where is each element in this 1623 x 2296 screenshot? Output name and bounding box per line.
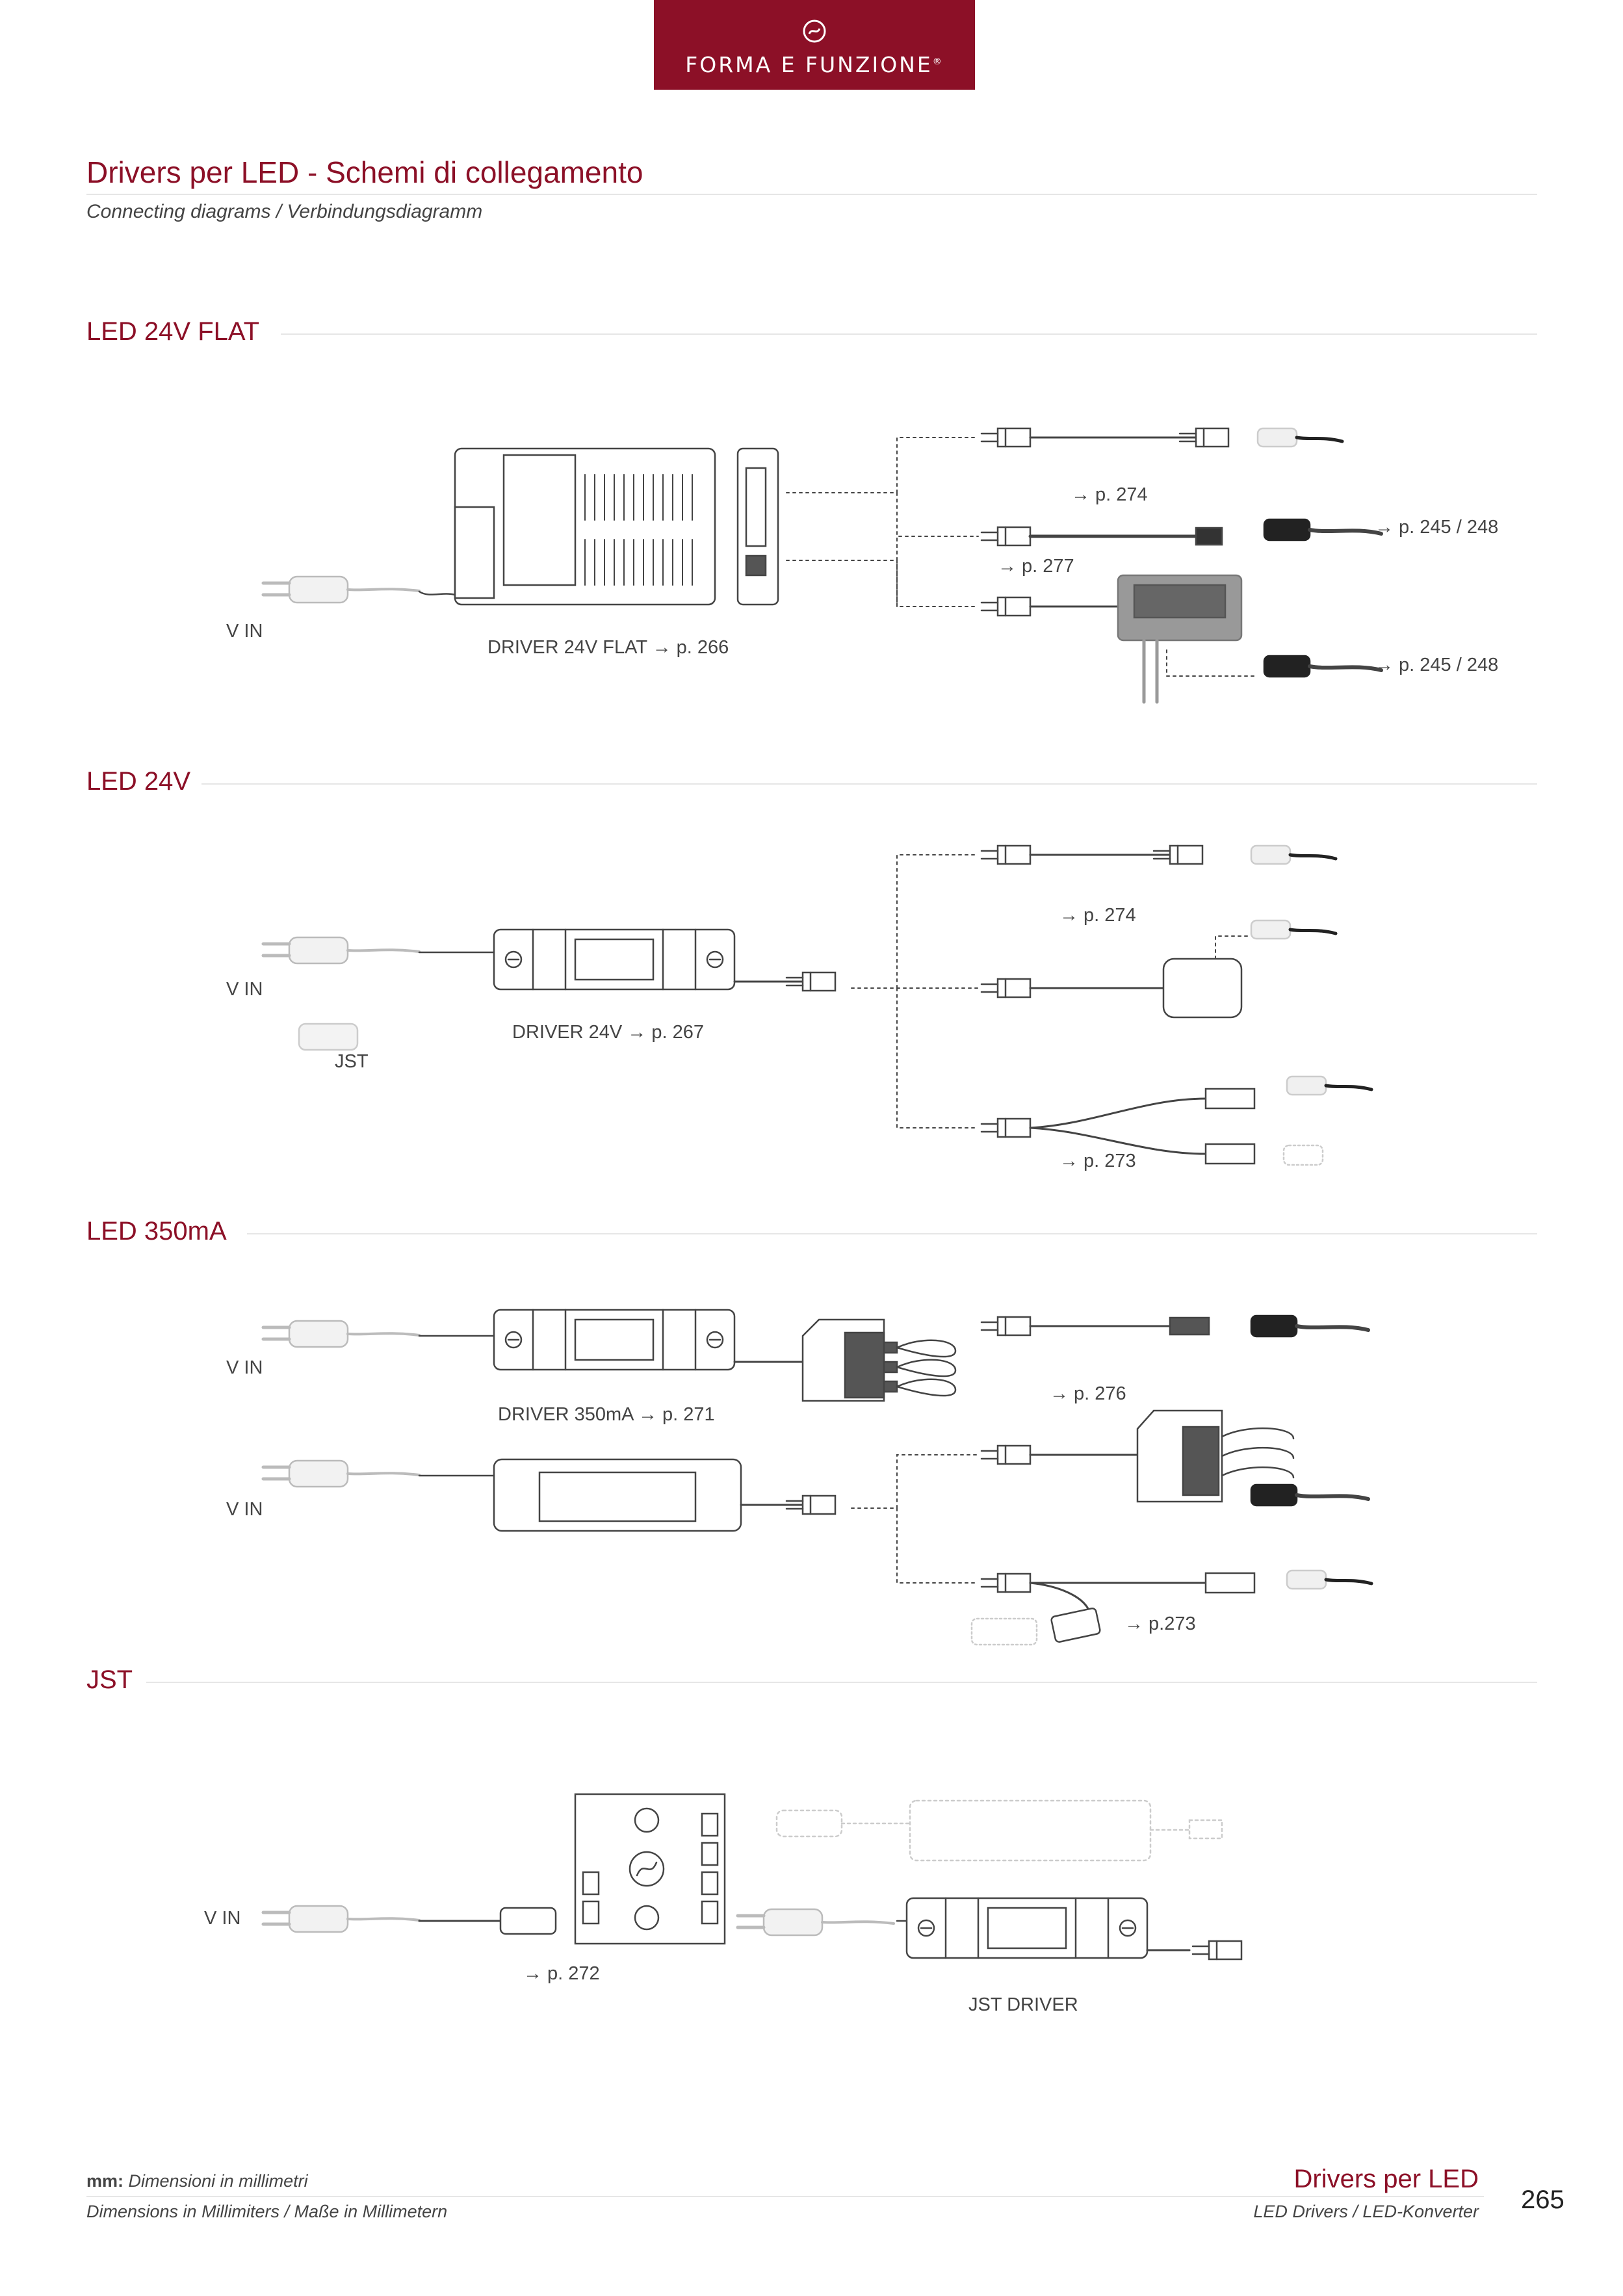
diagram-jst [263, 1793, 1243, 1961]
page-title: Drivers per LED - Schemi di collegamento [86, 155, 643, 189]
diagram-led-24v-flat [263, 428, 1381, 704]
page-ref[interactable]: → p. 272 [523, 1963, 600, 1984]
section-divider [281, 333, 1537, 335]
page-subtitle: Connecting diagrams / Verbindungsdiagram… [86, 201, 483, 222]
vin-label: V IN [226, 1357, 263, 1378]
diagram-led-24v [263, 846, 1371, 1166]
vin-label: V IN [226, 621, 263, 642]
section-title-led-350ma: LED 350mA [86, 1217, 227, 1246]
driver-label: DRIVER 350mA → p. 271 [498, 1404, 715, 1425]
units-note: mm: Dimensioni in millimetri [86, 2171, 308, 2191]
page-ref[interactable]: → p. 245 / 248 [1375, 655, 1499, 675]
driver-label: JST DRIVER [968, 1994, 1078, 2015]
jst-label: JST [335, 1051, 369, 1072]
diagram-led-350ma [263, 1309, 1371, 1646]
footer-category-sub: LED Drivers / LED-Konverter [1253, 2202, 1479, 2221]
section-divider [146, 1682, 1537, 1683]
driver-label: DRIVER 24V FLAT → p. 266 [487, 637, 729, 658]
page-ref[interactable]: → p. 273 [1059, 1151, 1136, 1171]
page-ref[interactable]: → p. 274 [1071, 484, 1148, 505]
vin-label: V IN [204, 1908, 241, 1929]
footer-category: Drivers per LED [1293, 2165, 1479, 2193]
brand-logo: FORMA E FUNZIONE® [654, 0, 975, 90]
page-ref[interactable]: → p. 276 [1050, 1383, 1126, 1404]
vin-label: V IN [226, 979, 263, 1000]
section-title-jst: JST [86, 1665, 133, 1694]
footer-divider [86, 2196, 1484, 2197]
brand-mark-icon [803, 20, 826, 43]
units-note-translations: Dimensions in Millimiters / Maße in Mill… [86, 2202, 448, 2221]
section-title-led-24v-flat: LED 24V FLAT [86, 317, 260, 346]
title-divider [86, 194, 1537, 195]
page-number: 265 [1521, 2185, 1565, 2214]
page-ref[interactable]: → p. 274 [1059, 905, 1136, 926]
section-divider [247, 1233, 1537, 1234]
page-ref[interactable]: → p. 245 / 248 [1375, 517, 1499, 538]
section-title-led-24v: LED 24V [86, 767, 191, 796]
brand-name: FORMA E FUNZIONE® [685, 52, 944, 77]
driver-label: DRIVER 24V → p. 267 [512, 1022, 704, 1043]
section-divider [201, 783, 1537, 785]
page-ref[interactable]: → p. 277 [998, 556, 1074, 577]
page-ref[interactable]: → p.273 [1124, 1613, 1196, 1634]
vin-label: V IN [226, 1499, 263, 1520]
